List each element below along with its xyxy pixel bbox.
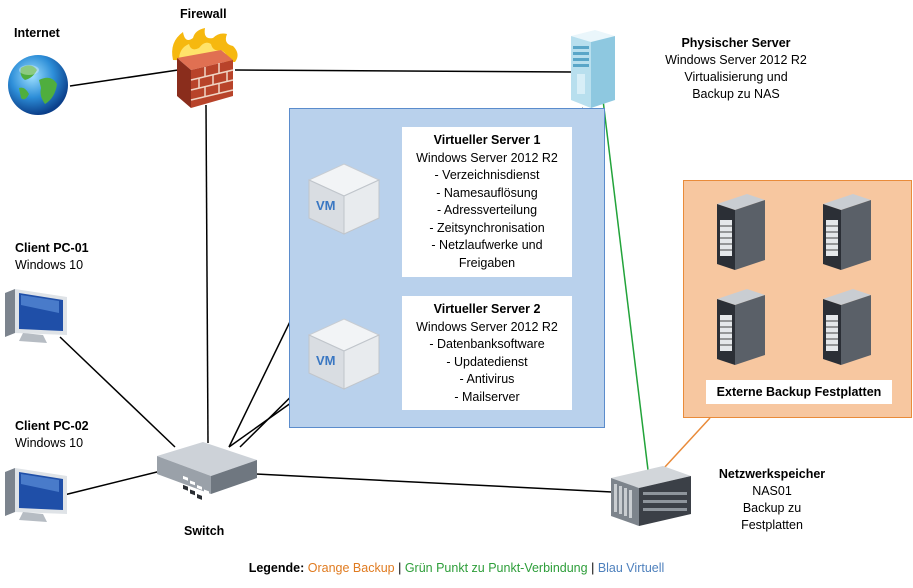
virtual-server-1-card: Virtueller Server 1 Windows Server 2012 …	[402, 127, 572, 277]
client2-text: Client PC-02 Windows 10	[15, 418, 89, 452]
physical-server-title: Physischer Server	[681, 36, 791, 50]
hard-drive-icon[interactable]	[815, 287, 875, 369]
physical-server-line: Virtualisierung und	[684, 70, 788, 84]
virtual-server-1-line: - Verzeichnisdienst	[434, 168, 540, 182]
vm-badge: VM	[316, 198, 336, 213]
virtual-server-2-line: - Mailserver	[454, 389, 520, 404]
virtual-server-2-line: - Updatedienst	[446, 354, 528, 369]
firewall-label: Firewall	[180, 7, 227, 21]
line-client2-switch	[63, 469, 166, 496]
legend-separator: |	[591, 561, 595, 575]
vm-cube-icon[interactable]: VM	[305, 160, 383, 238]
line-firewall-switch	[205, 104, 209, 444]
legend-item-green: Grün Punkt zu Punkt-Verbindung	[404, 561, 588, 575]
tower-server-icon[interactable]	[567, 28, 619, 110]
switch-label: Switch	[184, 524, 225, 538]
line-switch-nas	[255, 473, 613, 493]
line-internet-firewall	[69, 69, 179, 87]
nas-line: NAS01	[752, 484, 792, 498]
nas-text: Netzwerkspeicher NAS01 Backup zu Festpla…	[703, 466, 841, 534]
nas-title: Netzwerkspeicher	[718, 467, 826, 481]
switch-icon[interactable]	[153, 438, 261, 500]
firewall-icon[interactable]	[165, 28, 243, 112]
hard-drive-icon[interactable]	[709, 287, 769, 369]
line-client1-switch	[59, 336, 176, 448]
client2-title: Client PC-02	[15, 419, 89, 433]
client2-os: Windows 10	[15, 436, 84, 450]
monitor-icon[interactable]	[3, 283, 71, 345]
client1-os: Windows 10	[15, 258, 84, 272]
virtual-server-2-line: - Antivirus	[459, 372, 515, 386]
legend-item-orange: Orange Backup	[307, 561, 395, 575]
virtual-server-1-line: Freigaben	[458, 255, 516, 270]
physical-server-text: Physischer Server Windows Server 2012 R2…	[651, 35, 821, 103]
physical-server-line: Windows Server 2012 R2	[665, 53, 807, 67]
internet-label: Internet	[14, 26, 60, 40]
legend-item-blue: Blau Virtuell	[597, 561, 665, 575]
client1-title: Client PC-01	[15, 241, 89, 255]
vm-cube-icon[interactable]: VM	[305, 315, 383, 393]
line-firewall-physical-server	[234, 69, 573, 73]
virtual-server-2-line: - Datenbanksoftware	[429, 337, 545, 351]
legend-prefix: Legende:	[248, 561, 305, 575]
virtual-server-1-line: - Namesauflösung	[436, 185, 538, 200]
virtual-server-2-card: Virtueller Server 2 Windows Server 2012 …	[402, 296, 572, 410]
line-physical-server-nas-green	[602, 99, 649, 471]
legend: Legende: Orange Backup | Grün Punkt zu P…	[0, 561, 913, 575]
client1-text: Client PC-01 Windows 10	[15, 240, 89, 274]
virtual-server-1-line: - Zeitsynchronisation	[429, 220, 545, 235]
hard-drive-icon[interactable]	[709, 192, 769, 274]
nas-icon[interactable]	[607, 464, 693, 528]
virtual-server-1-line: - Netzlaufwerke und	[431, 238, 543, 252]
globe-icon[interactable]	[5, 52, 71, 118]
physical-server-line: Backup zu NAS	[692, 87, 780, 101]
monitor-icon[interactable]	[3, 462, 71, 524]
virtual-server-1-title: Virtueller Server 1	[433, 133, 541, 147]
hard-drive-icon[interactable]	[815, 192, 875, 274]
virtual-server-1-line: - Adressverteilung	[436, 203, 538, 217]
virtual-server-2-title: Virtueller Server 2	[433, 302, 541, 316]
vm-badge: VM	[316, 353, 336, 368]
legend-separator: |	[398, 561, 402, 575]
backup-label: Externe Backup Festplatten	[706, 380, 892, 404]
virtual-server-2-line: Windows Server 2012 R2	[416, 319, 558, 334]
virtual-server-1-line: Windows Server 2012 R2	[416, 150, 558, 165]
nas-line: Backup zu	[742, 501, 802, 515]
line-nas-backup-orange	[663, 417, 711, 469]
nas-line: Festplatten	[741, 518, 803, 532]
